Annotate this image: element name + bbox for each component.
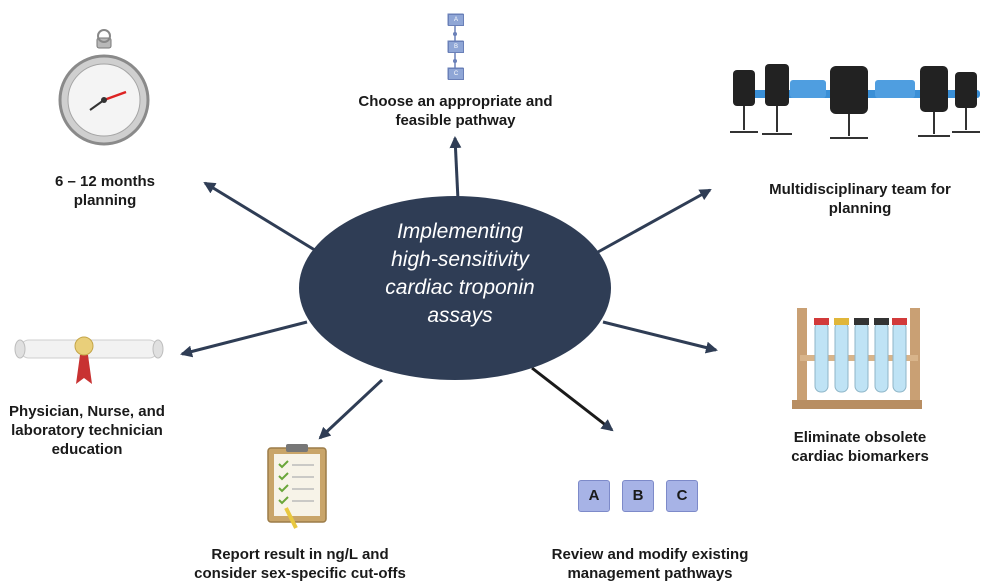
- conference-chairs-icon: [730, 64, 980, 139]
- diploma-scroll-icon: [14, 336, 164, 384]
- abc-box-b: B: [622, 480, 654, 512]
- label-line: planning: [828, 200, 892, 217]
- checklist-clipboard-icon: [267, 444, 327, 529]
- mini-box-c: C: [448, 68, 464, 80]
- label-line: management pathways: [567, 565, 733, 582]
- arrow-to-biomarkers: [602, 320, 718, 354]
- center-line: cardiac troponin: [385, 276, 535, 299]
- label-line: Multidisciplinary team for: [769, 181, 951, 198]
- test-tubes-icon: [792, 308, 922, 409]
- label-line: Eliminate obsolete: [793, 429, 927, 446]
- center-line: high-sensitivity: [391, 248, 529, 271]
- arrow-to-pathway: [449, 136, 462, 201]
- mini-box-b: B: [448, 41, 464, 53]
- label-line: 6 – 12 months: [54, 173, 156, 190]
- arrow-to-planning: [203, 181, 319, 254]
- arrow-to-team: [597, 188, 712, 254]
- label-line: planning: [73, 192, 137, 209]
- label-line: Review and modify existing: [551, 546, 749, 563]
- stopwatch-icon: [58, 29, 150, 146]
- arrow-to-education: [180, 320, 308, 358]
- abc-box-c: C: [666, 480, 698, 512]
- center-ellipse: [299, 196, 611, 380]
- label-line: laboratory technician: [11, 422, 163, 439]
- label-line: cardiac biomarkers: [791, 448, 929, 465]
- label-line: feasible pathway: [395, 112, 516, 129]
- label-report: Report result in ng/L and consider sex-s…: [170, 545, 430, 583]
- center-title: Implementing high-sensitivity cardiac tr…: [300, 218, 620, 330]
- label-line: education: [51, 441, 123, 458]
- arrow-to-report: [318, 378, 384, 440]
- label-line: consider sex-specific cut-offs: [194, 565, 406, 582]
- center-line: assays: [427, 304, 493, 327]
- label-review: Review and modify existing management pa…: [520, 545, 780, 583]
- label-line: Physician, Nurse, and: [9, 403, 165, 420]
- label-pathway: Choose an appropriate and feasible pathw…: [318, 92, 593, 130]
- label-team: Multidisciplinary team for planning: [730, 180, 990, 218]
- center-line: Implementing: [396, 220, 524, 243]
- arrow-to-review: [531, 366, 614, 432]
- label-line: Choose an appropriate and: [358, 93, 553, 110]
- mini-box-a: A: [448, 14, 464, 26]
- label-education: Physician, Nurse, and laboratory technic…: [2, 402, 172, 459]
- abc-box-a: A: [578, 480, 610, 512]
- label-biomarkers: Eliminate obsolete cardiac biomarkers: [760, 428, 960, 466]
- label-line: Report result in ng/L and: [211, 546, 389, 563]
- label-planning: 6 – 12 months planning: [40, 172, 170, 210]
